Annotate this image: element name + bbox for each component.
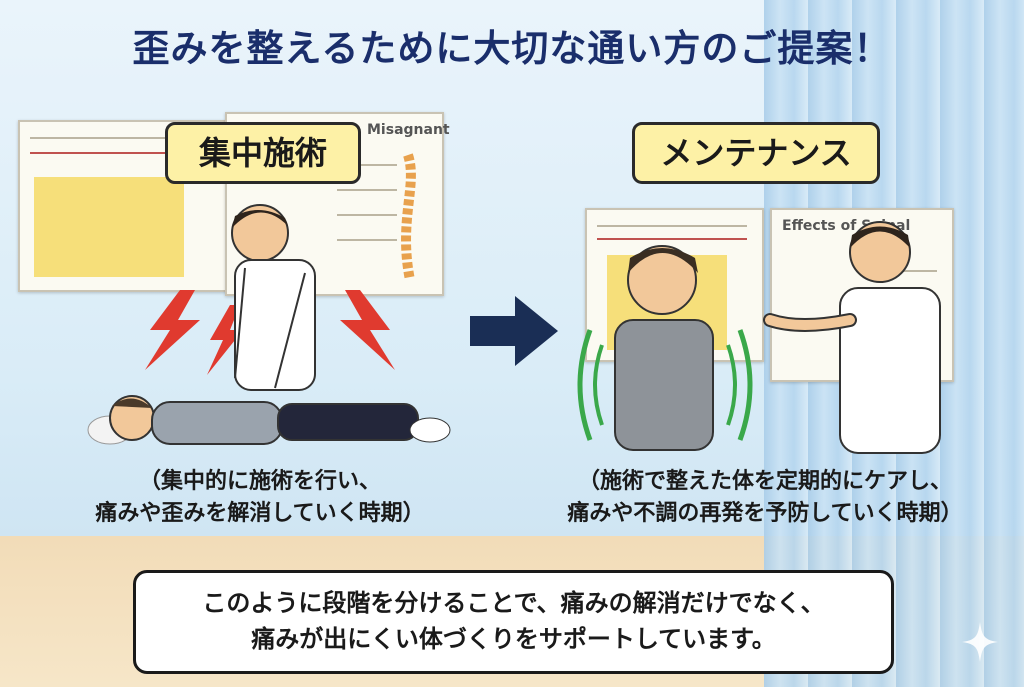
left-caption-line1: （集中的に施術を行い、	[138, 469, 381, 494]
summary-line2: 痛みが出にくい体づくりをサポートしています。	[251, 625, 776, 653]
summary-line1: このように段階を分けることで、痛みの解消だけでなく、	[202, 589, 825, 617]
right-caption-line1: （施術で整えた体を定期的にケアし、	[577, 469, 952, 494]
patient-lying-illustration	[87, 395, 451, 445]
therapist-maintenance-illustration	[763, 221, 941, 454]
left-poster-heading: Misagnant	[367, 122, 450, 138]
patient-standing-illustration	[614, 245, 714, 451]
page-title: 歪みを整えるために大切な通い方のご提案！	[132, 27, 892, 70]
label-intensive-treatment: 集中施術	[165, 122, 361, 184]
sparkle-icon	[962, 622, 998, 662]
lightning-icon	[207, 305, 243, 375]
therapist-illustration	[231, 204, 316, 391]
label-maintenance: メンテナンス	[632, 122, 880, 184]
left-caption-line2: 痛みや歪みを解消していく時期）	[95, 501, 425, 526]
right-caption: （施術で整えた体を定期的にケアし、 痛みや不調の再発を予防していく時期）	[545, 466, 985, 530]
left-caption: （集中的に施術を行い、 痛みや歪みを解消していく時期）	[60, 466, 460, 530]
motion-lines-icon	[577, 329, 753, 441]
right-caption-line2: 痛みや不調の再発を予防していく時期）	[567, 501, 963, 526]
spine-illustration	[401, 153, 416, 281]
arrow-right-icon	[470, 296, 558, 366]
summary-box: このように段階を分けることで、痛みの解消だけでなく、 痛みが出にくい体づくりをサ…	[133, 570, 894, 674]
lightning-icon	[145, 290, 200, 370]
lightning-icon	[340, 290, 395, 370]
